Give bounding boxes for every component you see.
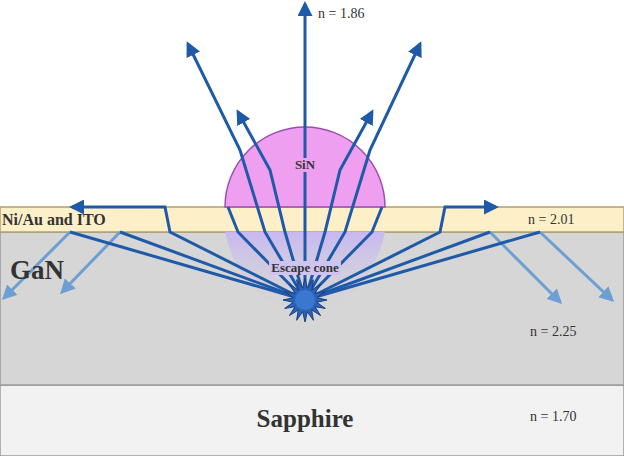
light-rays — [70, 4, 540, 300]
sapphire-layer — [0, 385, 624, 456]
layer-name: Sapphire — [257, 405, 354, 433]
layer-name: GaN — [10, 256, 64, 286]
refractive-index: n = 2.25 — [530, 324, 576, 339]
refractive-index: n = 1.86 — [318, 6, 364, 21]
ito-layer — [0, 207, 624, 232]
ito-layer-node: Ni/Au and ITO n = 2.01 — [0, 207, 624, 232]
refractive-index: n = 2.01 — [528, 212, 574, 227]
layer-name: Ni/Au and ITO — [2, 211, 106, 229]
region-label: Escape cone — [269, 261, 341, 275]
sin-dome-node: n = 1.86SiN — [225, 0, 385, 207]
sapphire-layer-node: Sapphire n = 1.70 — [0, 385, 624, 456]
light-source — [283, 278, 327, 322]
gan-layer-node: GaN n = 2.25 — [0, 232, 624, 385]
gan-layer — [0, 232, 624, 385]
light-source-core — [295, 290, 315, 310]
layer-name: SiN — [293, 158, 317, 172]
refractive-index: n = 1.70 — [530, 409, 576, 424]
